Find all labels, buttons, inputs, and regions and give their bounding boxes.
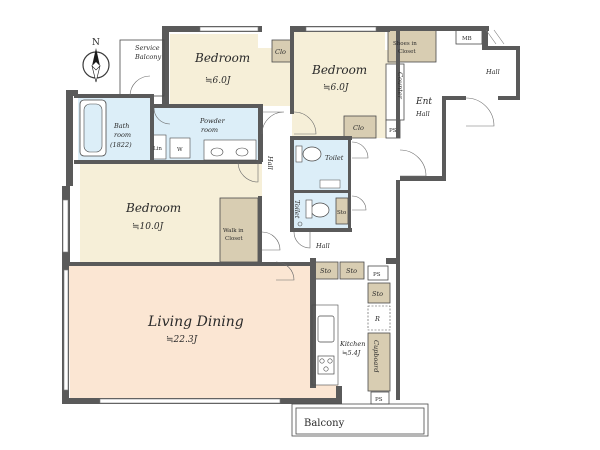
doors xyxy=(129,75,495,281)
powder-label: Powder xyxy=(199,117,226,125)
window-living-south xyxy=(99,398,281,404)
ps-label-1: PS xyxy=(389,128,397,134)
walk-in-label-2: Closet xyxy=(225,236,243,242)
lin-label: Lin xyxy=(153,146,162,152)
powder-label-2: room xyxy=(201,126,218,134)
cupboard-label: Cupboard xyxy=(372,340,380,373)
ps-label-2: PS xyxy=(373,272,381,278)
room-labels: Service Balcony Bedroom ≒6.0J Clo Bedroo… xyxy=(110,36,500,429)
kitchen-area: ≒5.4J xyxy=(342,349,361,357)
toilet-bowl-1 xyxy=(302,146,322,162)
bedroom-ne-name: Bedroom xyxy=(311,63,367,77)
toilet-bowl-2 xyxy=(310,202,330,218)
living-dining-area: ≒22.3J xyxy=(166,335,199,345)
hall-label-south: Hall xyxy=(315,242,330,250)
window-living-west xyxy=(63,269,69,391)
balcony-label: Balcony xyxy=(304,418,345,429)
ent-hall-label: Ent xyxy=(415,97,432,107)
bedroom-ne-area: ≒6.0J xyxy=(323,83,350,93)
w-label: W xyxy=(177,147,183,153)
compass-north-label: N xyxy=(92,38,100,48)
walk-in-closet xyxy=(219,197,259,263)
shoes-closet-label: Shoes in xyxy=(393,41,417,47)
shoes-closet-label-2: Closet xyxy=(398,49,416,55)
service-balcony-label-2: Balcony xyxy=(134,53,161,61)
storage-2 xyxy=(339,261,365,280)
bedroom-w-name: Bedroom xyxy=(125,201,181,215)
sto-label-toilet: Sto xyxy=(337,210,347,216)
cupboard xyxy=(367,332,391,392)
ent-hall-label-2: Hall xyxy=(415,110,430,118)
window-bedroom-nw xyxy=(199,26,259,32)
window-bedroom-ne xyxy=(305,26,377,32)
bedroom-nw-area: ≒6.0J xyxy=(205,76,232,86)
toilet-label-1: Toilet xyxy=(325,154,344,162)
bath-size-label: (1822) xyxy=(110,141,132,149)
kitchen-name: Kitchen xyxy=(339,340,365,348)
bedroom-northwest-floor xyxy=(170,34,292,106)
bath-label: Bath xyxy=(113,122,129,130)
bedroom-nw-name: Bedroom xyxy=(194,51,250,65)
basin-1 xyxy=(210,147,224,157)
counter-label: Counter xyxy=(396,72,404,100)
refrigerator-space xyxy=(367,305,391,331)
bath-label-2: room xyxy=(114,131,131,139)
kitchen-stove xyxy=(317,355,335,375)
bedroom-northeast-floor xyxy=(292,30,398,138)
bedroom-w-area: ≒10.0J xyxy=(132,222,165,232)
windows xyxy=(62,26,377,404)
washer-space xyxy=(169,137,191,159)
window-bedroom-west xyxy=(62,199,69,253)
sto-label-3: Sto xyxy=(372,290,383,298)
mb-label: MB xyxy=(462,36,472,42)
clo-label-ne: Clo xyxy=(353,124,364,132)
ps-shaft-2 xyxy=(367,265,389,281)
storage-3 xyxy=(367,282,391,304)
hall-label-center: Hall xyxy=(266,155,274,170)
clo-label-nw: Clo xyxy=(275,48,286,56)
service-balcony-label: Service xyxy=(135,44,160,52)
living-dining-floor xyxy=(68,265,338,398)
closet-ne xyxy=(343,115,377,139)
sto-label-1: Sto xyxy=(320,267,331,275)
walk-in-label: Walk in xyxy=(223,228,244,234)
hall-label-ne: Hall xyxy=(485,68,500,76)
toilet-label-2: Toilet xyxy=(293,200,301,219)
living-dining-name: Living Dining xyxy=(147,314,244,330)
closets xyxy=(151,29,483,405)
ps-label-3: PS xyxy=(375,397,383,403)
fixtures xyxy=(79,29,505,386)
kitchen-sink xyxy=(317,315,335,343)
north-compass: N xyxy=(82,38,110,83)
basin-2 xyxy=(235,147,249,157)
r-label: R xyxy=(374,315,380,323)
sto-label-2: Sto xyxy=(346,267,357,275)
